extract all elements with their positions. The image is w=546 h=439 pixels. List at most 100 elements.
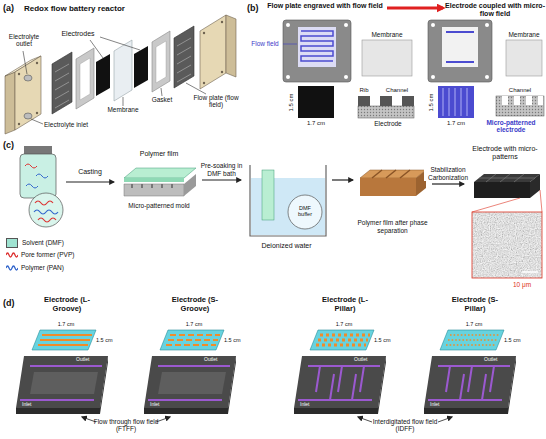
solution-jar-part <box>34 210 58 214</box>
figure-label: Outlet <box>354 357 378 363</box>
figure-label: Flow field <box>247 40 283 47</box>
solution-jar <box>20 146 63 227</box>
leader-line <box>23 37 206 124</box>
gasket <box>76 48 94 109</box>
figure-node: Deionized water <box>243 155 330 250</box>
legend-swatch <box>6 238 18 248</box>
figure-label: Membrane <box>503 31 545 38</box>
electrode-on-plate-part <box>508 356 516 414</box>
cross-section-part <box>358 106 414 118</box>
end-plate <box>5 56 41 134</box>
solution-jar-part <box>24 146 52 154</box>
figure-label: (b) <box>247 3 264 13</box>
membrane-layer-part <box>114 40 132 101</box>
figure-label: Outlet <box>204 357 228 363</box>
cross-section-part <box>526 96 532 105</box>
sem-image <box>472 212 542 278</box>
figure-label: 1.7 cm <box>44 321 88 327</box>
process-arrow <box>66 181 114 182</box>
polymer-film-on-mold-part <box>124 184 184 196</box>
figure-label: Electrolyte outlet <box>2 33 46 48</box>
carbon-electrode <box>472 174 542 212</box>
cross-section-part <box>514 96 520 105</box>
figure-node: Polymer film after phase separation <box>355 162 430 234</box>
process-arrow <box>332 179 353 180</box>
electrode-on-plate-part <box>100 356 108 414</box>
electrode-on-plate-part <box>16 408 100 414</box>
polymer-film-on-mold-part <box>132 184 172 188</box>
legend-entry: Solvent (DMF) <box>6 238 64 248</box>
end-plate-part <box>18 73 20 75</box>
flow-plate-part <box>55 64 69 108</box>
legend-text: Solvent (DMF) <box>22 239 64 246</box>
figure-label: Inlet <box>150 402 170 408</box>
membrane-sheet <box>506 40 542 76</box>
solution-jar-part <box>29 193 63 227</box>
electrode-on-plate-part <box>32 330 96 350</box>
electrode-on-plate-part <box>294 356 386 408</box>
leader-line-part <box>31 119 43 124</box>
figure-label: Electrode <box>360 120 416 127</box>
edge-label: Pre-soaking in DMF bath <box>198 162 246 177</box>
figure-label: 1.5 cm <box>224 337 250 343</box>
figure-label: Flow plate (flow field) <box>192 94 240 109</box>
end-plate-part <box>203 32 205 34</box>
process-arrow <box>432 183 464 184</box>
solution-jar-part <box>36 174 48 178</box>
leader-line-part <box>23 51 27 74</box>
flow-plate-top-view-part <box>428 20 492 82</box>
figure-label: Inlet <box>300 402 320 408</box>
end-plate-part <box>221 21 223 23</box>
figure-label: Membrane <box>102 106 144 113</box>
carbon-electrode-part <box>472 190 542 212</box>
figure-label: 1.5 cm <box>428 87 435 117</box>
figure-label: Electrolyte inlet <box>44 121 110 128</box>
micro-patterned-electrode-part <box>443 88 467 116</box>
figure-node: Electrode (S-Groove) <box>165 296 225 318</box>
electrode-on-plate <box>294 330 386 414</box>
sem-image-part <box>472 212 542 278</box>
figure-label: DMF buffer <box>292 205 318 218</box>
end-plate-part <box>24 113 32 119</box>
leader-line-part <box>100 37 140 50</box>
figure-label: Electrodes <box>56 30 100 38</box>
figure-label: 1.7 cm <box>172 321 216 327</box>
electrode-on-plate-part <box>294 408 378 414</box>
carbon-electrode-part <box>474 182 530 198</box>
solution-jar-part <box>25 164 37 168</box>
figure-label: Rib <box>356 87 372 94</box>
sem-image-part <box>522 271 538 273</box>
node-text: Electrode (S-Pillar) <box>445 296 505 313</box>
end-plate-part <box>36 112 38 114</box>
figure-node: Electrode (S-Pillar) <box>445 296 505 318</box>
figure-label: Flow through flow field (FTFF) <box>91 418 161 433</box>
solution-jar-part <box>35 201 53 205</box>
electrode-on-plate-part <box>158 372 226 394</box>
electrode-on-plate-part <box>446 335 500 345</box>
node-text: Deionized water <box>261 242 311 250</box>
electrode-on-plate <box>424 330 516 414</box>
end-plate-part <box>221 71 223 73</box>
gasket-part <box>156 41 166 83</box>
figure-label: Channel <box>505 87 535 94</box>
flow-plate-top-view-part <box>298 27 336 67</box>
figure-label: Membrane <box>362 31 412 38</box>
figure-label: 1.7 cm <box>436 120 476 127</box>
gasket-part <box>80 58 90 100</box>
end-plate-part <box>200 15 226 89</box>
flow-plate-top-view <box>428 20 492 82</box>
figure-label: Micro-patterned mold <box>116 202 202 209</box>
figure-label: 10 μm <box>504 281 540 288</box>
node-text: Polymer film after phase separation <box>355 219 430 234</box>
end-plate-part <box>18 123 20 125</box>
polymer-film-on-mold-part <box>124 168 196 178</box>
electrode-on-plate-part <box>144 408 228 414</box>
end-plate-part <box>36 62 38 64</box>
electrode-layer <box>96 54 110 96</box>
figure-label: Outlet <box>484 357 508 363</box>
legend-sample <box>6 251 18 259</box>
legend-text: Polymer (PAN) <box>21 264 64 271</box>
flow-plate-top-view-part <box>431 23 435 27</box>
